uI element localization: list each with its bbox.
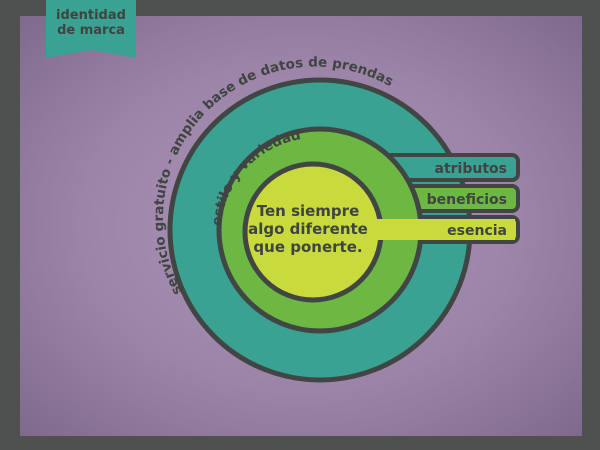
core-connector [345, 219, 515, 240]
ribbon-line-1: identidad [56, 8, 126, 23]
identity-ribbon: identidad de marca [46, 0, 136, 60]
ribbon-label: identidad de marca [46, 8, 136, 38]
core-line-2: algo diferente [248, 220, 368, 238]
tab-label-esencia: esencia [447, 223, 507, 239]
core-line-1: Ten siempre [257, 202, 360, 220]
tab-label-atributos: atributos [435, 161, 507, 177]
core-line-3: que ponerte. [253, 238, 362, 256]
tab-label-beneficios: beneficios [427, 192, 507, 208]
ribbon-shape [46, 0, 136, 58]
ribbon-line-2: de marca [57, 23, 125, 38]
